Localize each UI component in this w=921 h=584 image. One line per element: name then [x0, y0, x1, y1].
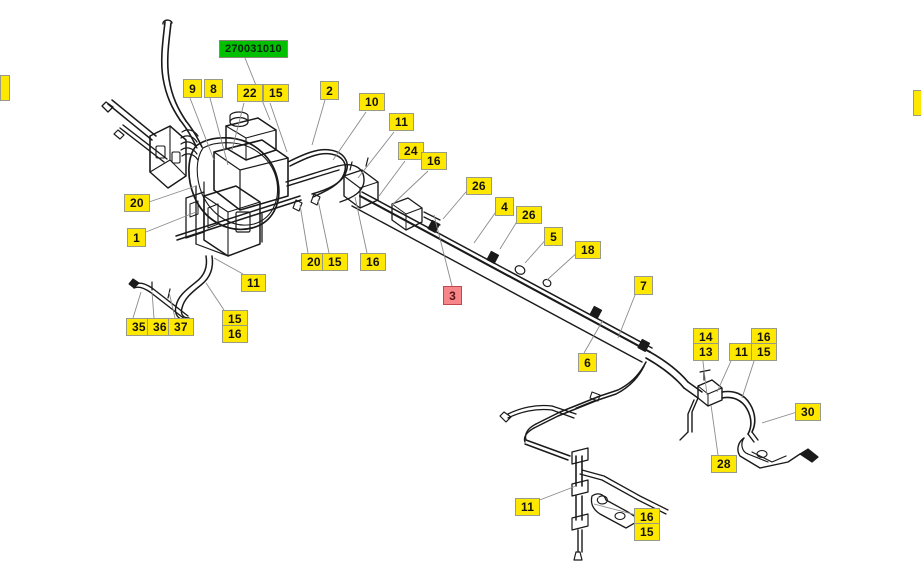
callout-8[interactable]: 8 [204, 79, 223, 98]
callout-4[interactable]: 4 [495, 197, 514, 216]
callout-24[interactable]: 24 [398, 142, 424, 160]
callout-16[interactable]: 16 [751, 328, 777, 346]
callout-2[interactable]: 2 [320, 81, 339, 100]
callout-9[interactable]: 9 [183, 79, 202, 98]
callout-5[interactable]: 5 [544, 227, 563, 246]
callout-13[interactable]: 13 [693, 343, 719, 361]
callout-1[interactable]: 1 [127, 228, 146, 247]
callout-37[interactable]: 37 [168, 318, 194, 336]
part-number-label[interactable]: 270031010 [219, 40, 288, 58]
callout-10[interactable]: 10 [359, 93, 385, 111]
callout-11[interactable]: 11 [515, 498, 541, 516]
callout-26[interactable]: 26 [466, 177, 492, 195]
callout-6[interactable]: 6 [578, 353, 597, 372]
callout-36[interactable]: 36 [147, 318, 173, 336]
callout-3[interactable]: 3 [443, 286, 462, 305]
callout-30[interactable]: 30 [795, 403, 821, 421]
callout-11[interactable]: 11 [389, 113, 415, 131]
callout-edge-marker[interactable] [0, 75, 10, 101]
callout-20[interactable]: 20 [124, 194, 150, 212]
callout-20[interactable]: 20 [301, 253, 327, 271]
callout-35[interactable]: 35 [126, 318, 152, 336]
callout-15[interactable]: 15 [751, 343, 777, 361]
callout-16[interactable]: 16 [222, 325, 248, 343]
callout-16[interactable]: 16 [360, 253, 386, 271]
callout-11[interactable]: 11 [241, 274, 267, 292]
callout-edge-marker[interactable] [913, 90, 921, 116]
callout-7[interactable]: 7 [634, 276, 653, 295]
callout-22[interactable]: 22 [237, 84, 263, 102]
callout-18[interactable]: 18 [575, 241, 601, 259]
callout-15[interactable]: 15 [263, 84, 289, 102]
callout-15[interactable]: 15 [322, 253, 348, 271]
callout-26[interactable]: 26 [516, 206, 542, 224]
callout-28[interactable]: 28 [711, 455, 737, 473]
callout-15[interactable]: 15 [634, 523, 660, 541]
callout-16[interactable]: 16 [421, 152, 447, 170]
